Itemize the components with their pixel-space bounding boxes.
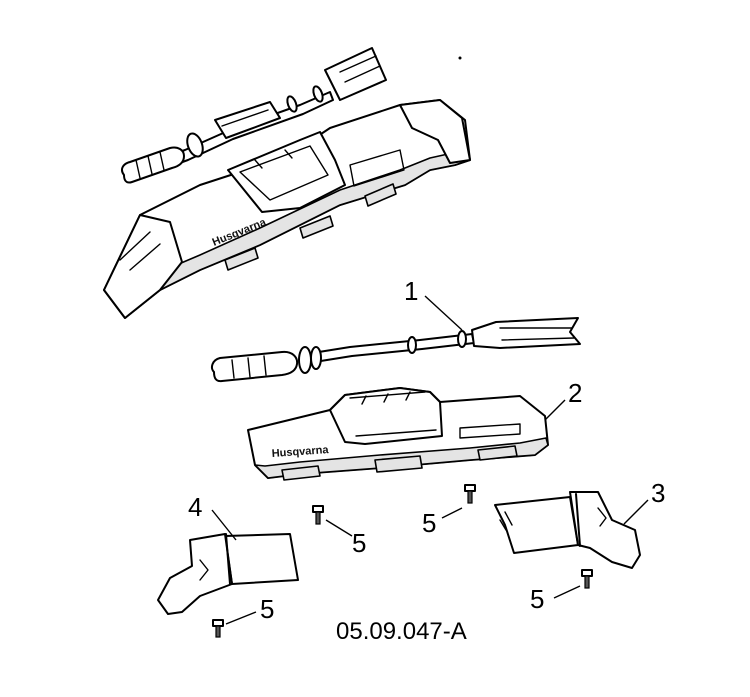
callout-5-top-left: 5	[352, 528, 367, 558]
part-4-left-end-cap	[157, 509, 299, 615]
callout-5-top-right: 5	[422, 508, 437, 538]
callout-1: 1	[404, 276, 419, 306]
part-5-screw-top-right	[441, 484, 476, 519]
assembled-handle-assembly: Husqvarna	[103, 47, 471, 319]
cover-brand-label: Husqvarna	[271, 444, 329, 460]
part-1-handle-bar	[211, 295, 581, 383]
part-5-screw-bottom-right	[553, 569, 593, 599]
part-3-right-end-cap	[494, 491, 649, 569]
callout-2: 2	[568, 378, 583, 408]
callout-3: 3	[651, 478, 666, 508]
callout-5-bottom-right: 5	[530, 584, 545, 614]
part-5-screw-bottom-left	[212, 611, 257, 638]
part-2-cover: Husqvarna	[247, 387, 566, 481]
callout-5-bottom-left: 5	[260, 594, 275, 624]
part-5-screw-top-left	[312, 505, 353, 537]
figure-code: 05.09.047-A	[336, 618, 467, 645]
callout-4: 4	[188, 492, 203, 522]
